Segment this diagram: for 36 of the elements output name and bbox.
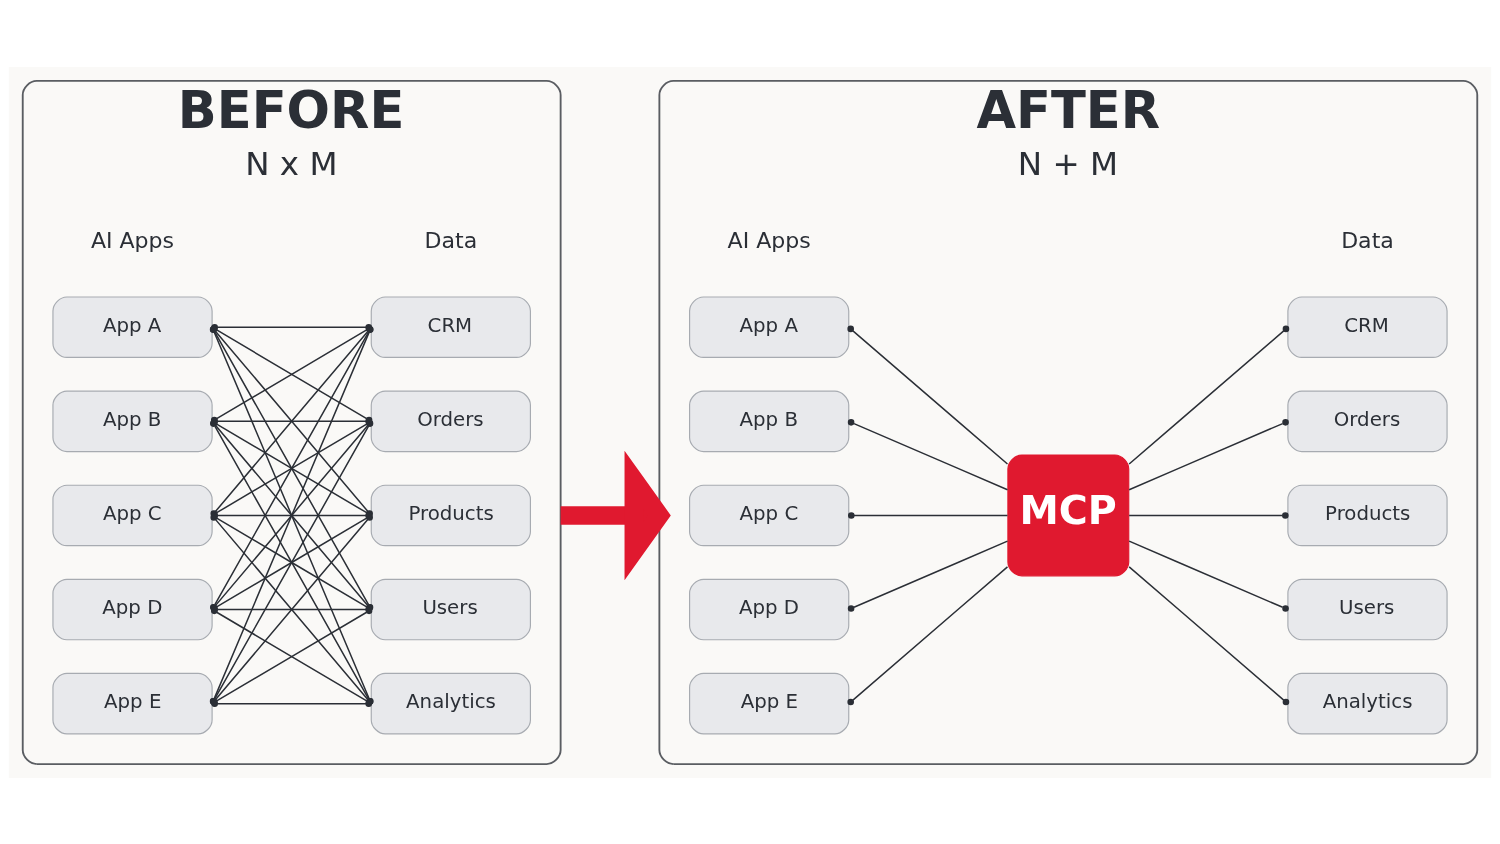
node-box: CRM xyxy=(1287,295,1448,358)
node-box: App B xyxy=(689,390,850,452)
connector xyxy=(1128,325,1290,465)
node-box: Analytics xyxy=(1287,672,1448,734)
node-box: MCP xyxy=(1007,453,1130,576)
connector xyxy=(847,565,1009,705)
arrow xyxy=(560,450,671,580)
connector xyxy=(847,325,1009,465)
connector xyxy=(1128,511,1289,519)
node-box: CRM xyxy=(370,295,531,358)
node-box: Users xyxy=(1287,578,1448,640)
node-box: Orders xyxy=(370,390,531,452)
node-box: App B xyxy=(52,390,213,452)
node-box: Products xyxy=(370,484,531,546)
connector xyxy=(847,539,1009,612)
label: Data xyxy=(424,227,478,253)
label: AI Apps xyxy=(90,227,175,253)
connector xyxy=(1128,539,1289,612)
node-box: App A xyxy=(689,295,850,358)
connector xyxy=(848,511,1009,519)
node-box: Products xyxy=(1287,484,1448,546)
node-box: Orders xyxy=(1287,390,1448,452)
node-box: App D xyxy=(689,578,850,640)
node-box: Users xyxy=(370,578,531,640)
node-box: App A xyxy=(52,295,213,358)
node-box: App E xyxy=(689,672,850,734)
node-box: App E xyxy=(52,672,213,734)
label: Data xyxy=(1341,227,1394,253)
label: AI Apps xyxy=(727,227,811,253)
connector xyxy=(1128,565,1290,705)
connector xyxy=(847,418,1009,490)
node-box: App C xyxy=(52,484,213,546)
connector xyxy=(1128,418,1289,490)
node-box: Analytics xyxy=(370,672,531,734)
node-box: App C xyxy=(689,484,850,546)
node-box: App D xyxy=(52,578,213,640)
